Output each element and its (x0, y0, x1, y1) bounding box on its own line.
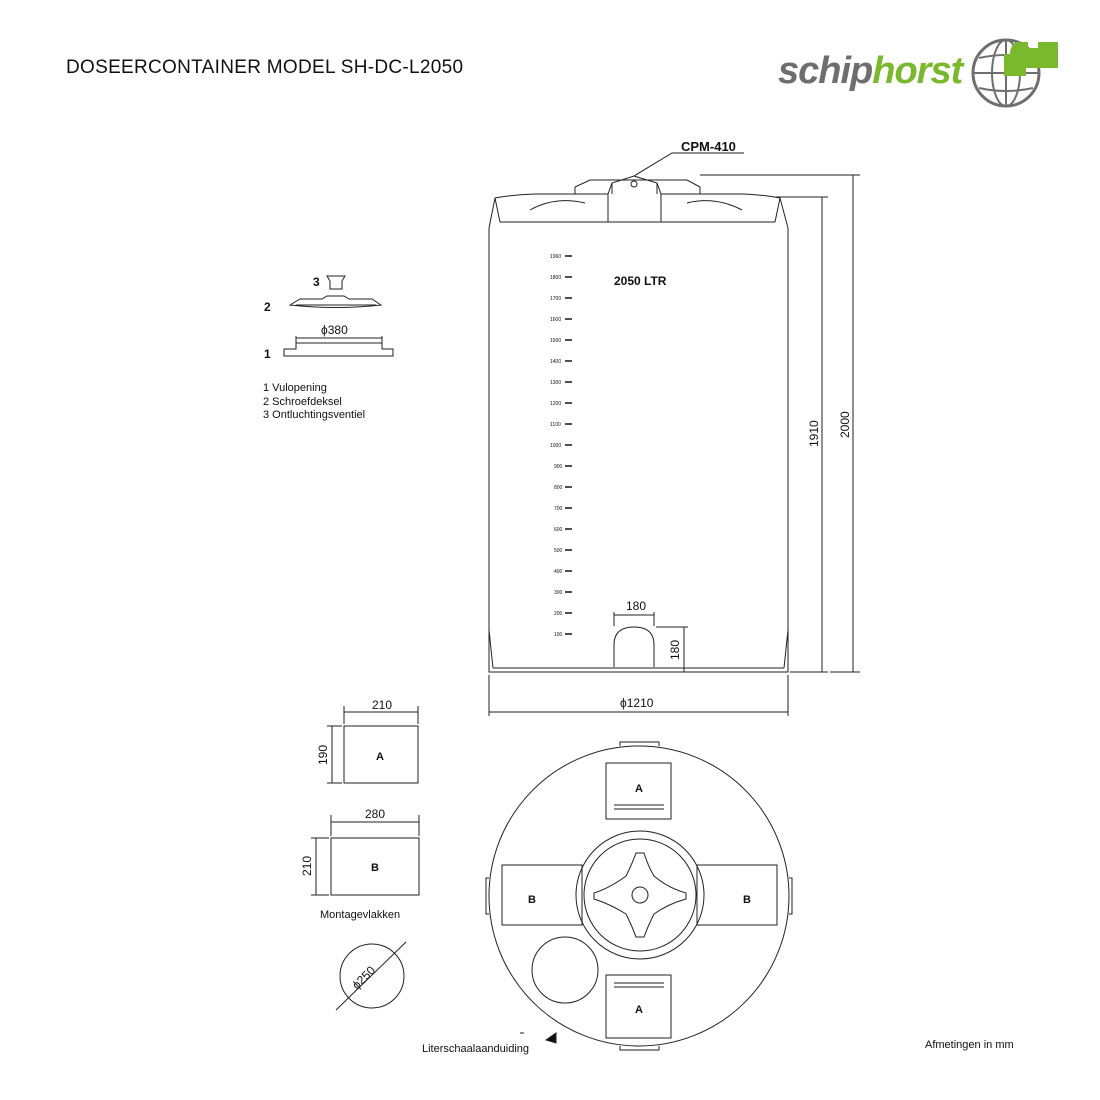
height-2000-label: 2000 (838, 411, 852, 438)
scale-label: 1400 (550, 359, 561, 365)
topview-label-a-top: A (635, 783, 643, 795)
scale-label: 200 (554, 611, 563, 617)
scale-label: 1100 (550, 422, 561, 428)
topview-label-a-bottom: A (635, 1004, 643, 1016)
outlet-width-label: 180 (626, 599, 646, 613)
round-mount-diameter-label: ϕ250 (349, 963, 378, 992)
part-3-number: 3 (313, 275, 320, 289)
part-1-fill-opening (283, 336, 394, 357)
tank-top-view (485, 741, 793, 1051)
scale-label: 900 (554, 464, 563, 470)
plate-a-letter: A (376, 751, 384, 763)
logo-wordmark-part2: horst (872, 50, 963, 92)
part-2-screw-lid (288, 295, 383, 308)
globe-logo-icon (971, 38, 1058, 108)
units-note: Afmetingen in mm (925, 1039, 1014, 1051)
scale-label: 1960 (550, 254, 561, 260)
legend-item: 1 Vulopening (263, 382, 327, 394)
outlet-height-dimension (656, 626, 688, 673)
legend-item: 2 Schroefdeksel (263, 395, 342, 408)
cpm-label: CPM-410 (681, 139, 736, 154)
page-title: DOSEERCONTAINER MODEL SH-DC-L2050 (66, 57, 464, 78)
scale-label: 1800 (550, 275, 561, 281)
round-mount-drawing (335, 941, 407, 1011)
tank-side-view (488, 152, 789, 673)
diameter-label: ϕ1210 (620, 696, 654, 710)
scale-label: 700 (554, 506, 563, 512)
scale-label: 600 (554, 527, 563, 533)
part-1-number: 1 (264, 347, 271, 361)
plate-b-width-label: 280 (365, 807, 385, 821)
scale-label: 100 (554, 632, 563, 638)
plate-a-height-label: 190 (316, 745, 330, 765)
scale-label: 1300 (550, 380, 561, 386)
scale-labels: 1960 1800 1700 1600 1500 1400 1300 1200 … (550, 254, 563, 638)
capacity-label: 2050 LTR (614, 274, 667, 288)
outlet-width-dimension (613, 612, 655, 626)
scale-label: 300 (554, 590, 563, 596)
parts-legend: 1 Vulopening 2 Schroefdeksel 3 Ontluchti… (263, 382, 365, 423)
part-diameter-label: ϕ380 (321, 323, 348, 337)
liter-scale (565, 255, 572, 635)
part-3-vent-valve (326, 275, 346, 290)
height-2000-dimension (700, 174, 860, 673)
logo-wordmark-part1: schip (778, 50, 873, 92)
plate-b-letter: B (371, 862, 379, 874)
topview-label-b-right: B (743, 894, 751, 906)
mounting-caption: Montagevlakken (320, 909, 401, 921)
schiphorst-logo: schiphorst (778, 28, 1078, 118)
logo-wordmark: schiphorst (778, 50, 963, 93)
diameter-dimension (488, 675, 789, 716)
scale-label: 500 (554, 548, 563, 554)
mount-plate-a-drawing (327, 706, 419, 784)
height-1910-label: 1910 (807, 420, 821, 447)
scale-label: 1700 (550, 296, 561, 302)
plate-b-height-label: 210 (300, 856, 314, 876)
mount-plate-b-drawing (311, 815, 420, 896)
scale-label: 1000 (550, 443, 561, 449)
scale-label: 400 (554, 569, 563, 575)
plate-a-width-label: 210 (372, 698, 392, 712)
scale-label: 1600 (550, 317, 561, 323)
scale-label: 800 (554, 485, 563, 491)
part-2-number: 2 (264, 300, 271, 314)
outlet-height-label: 180 (668, 640, 682, 660)
height-1910-dimension (776, 196, 828, 673)
legend-item: 3 Ontluchtingsventiel (263, 409, 366, 421)
topview-label-b-left: B (528, 894, 536, 906)
scale-indicator-caption: Literschaalaanduiding (422, 1043, 530, 1055)
scale-label: 1500 (550, 338, 561, 344)
scale-label: 1200 (550, 401, 561, 407)
